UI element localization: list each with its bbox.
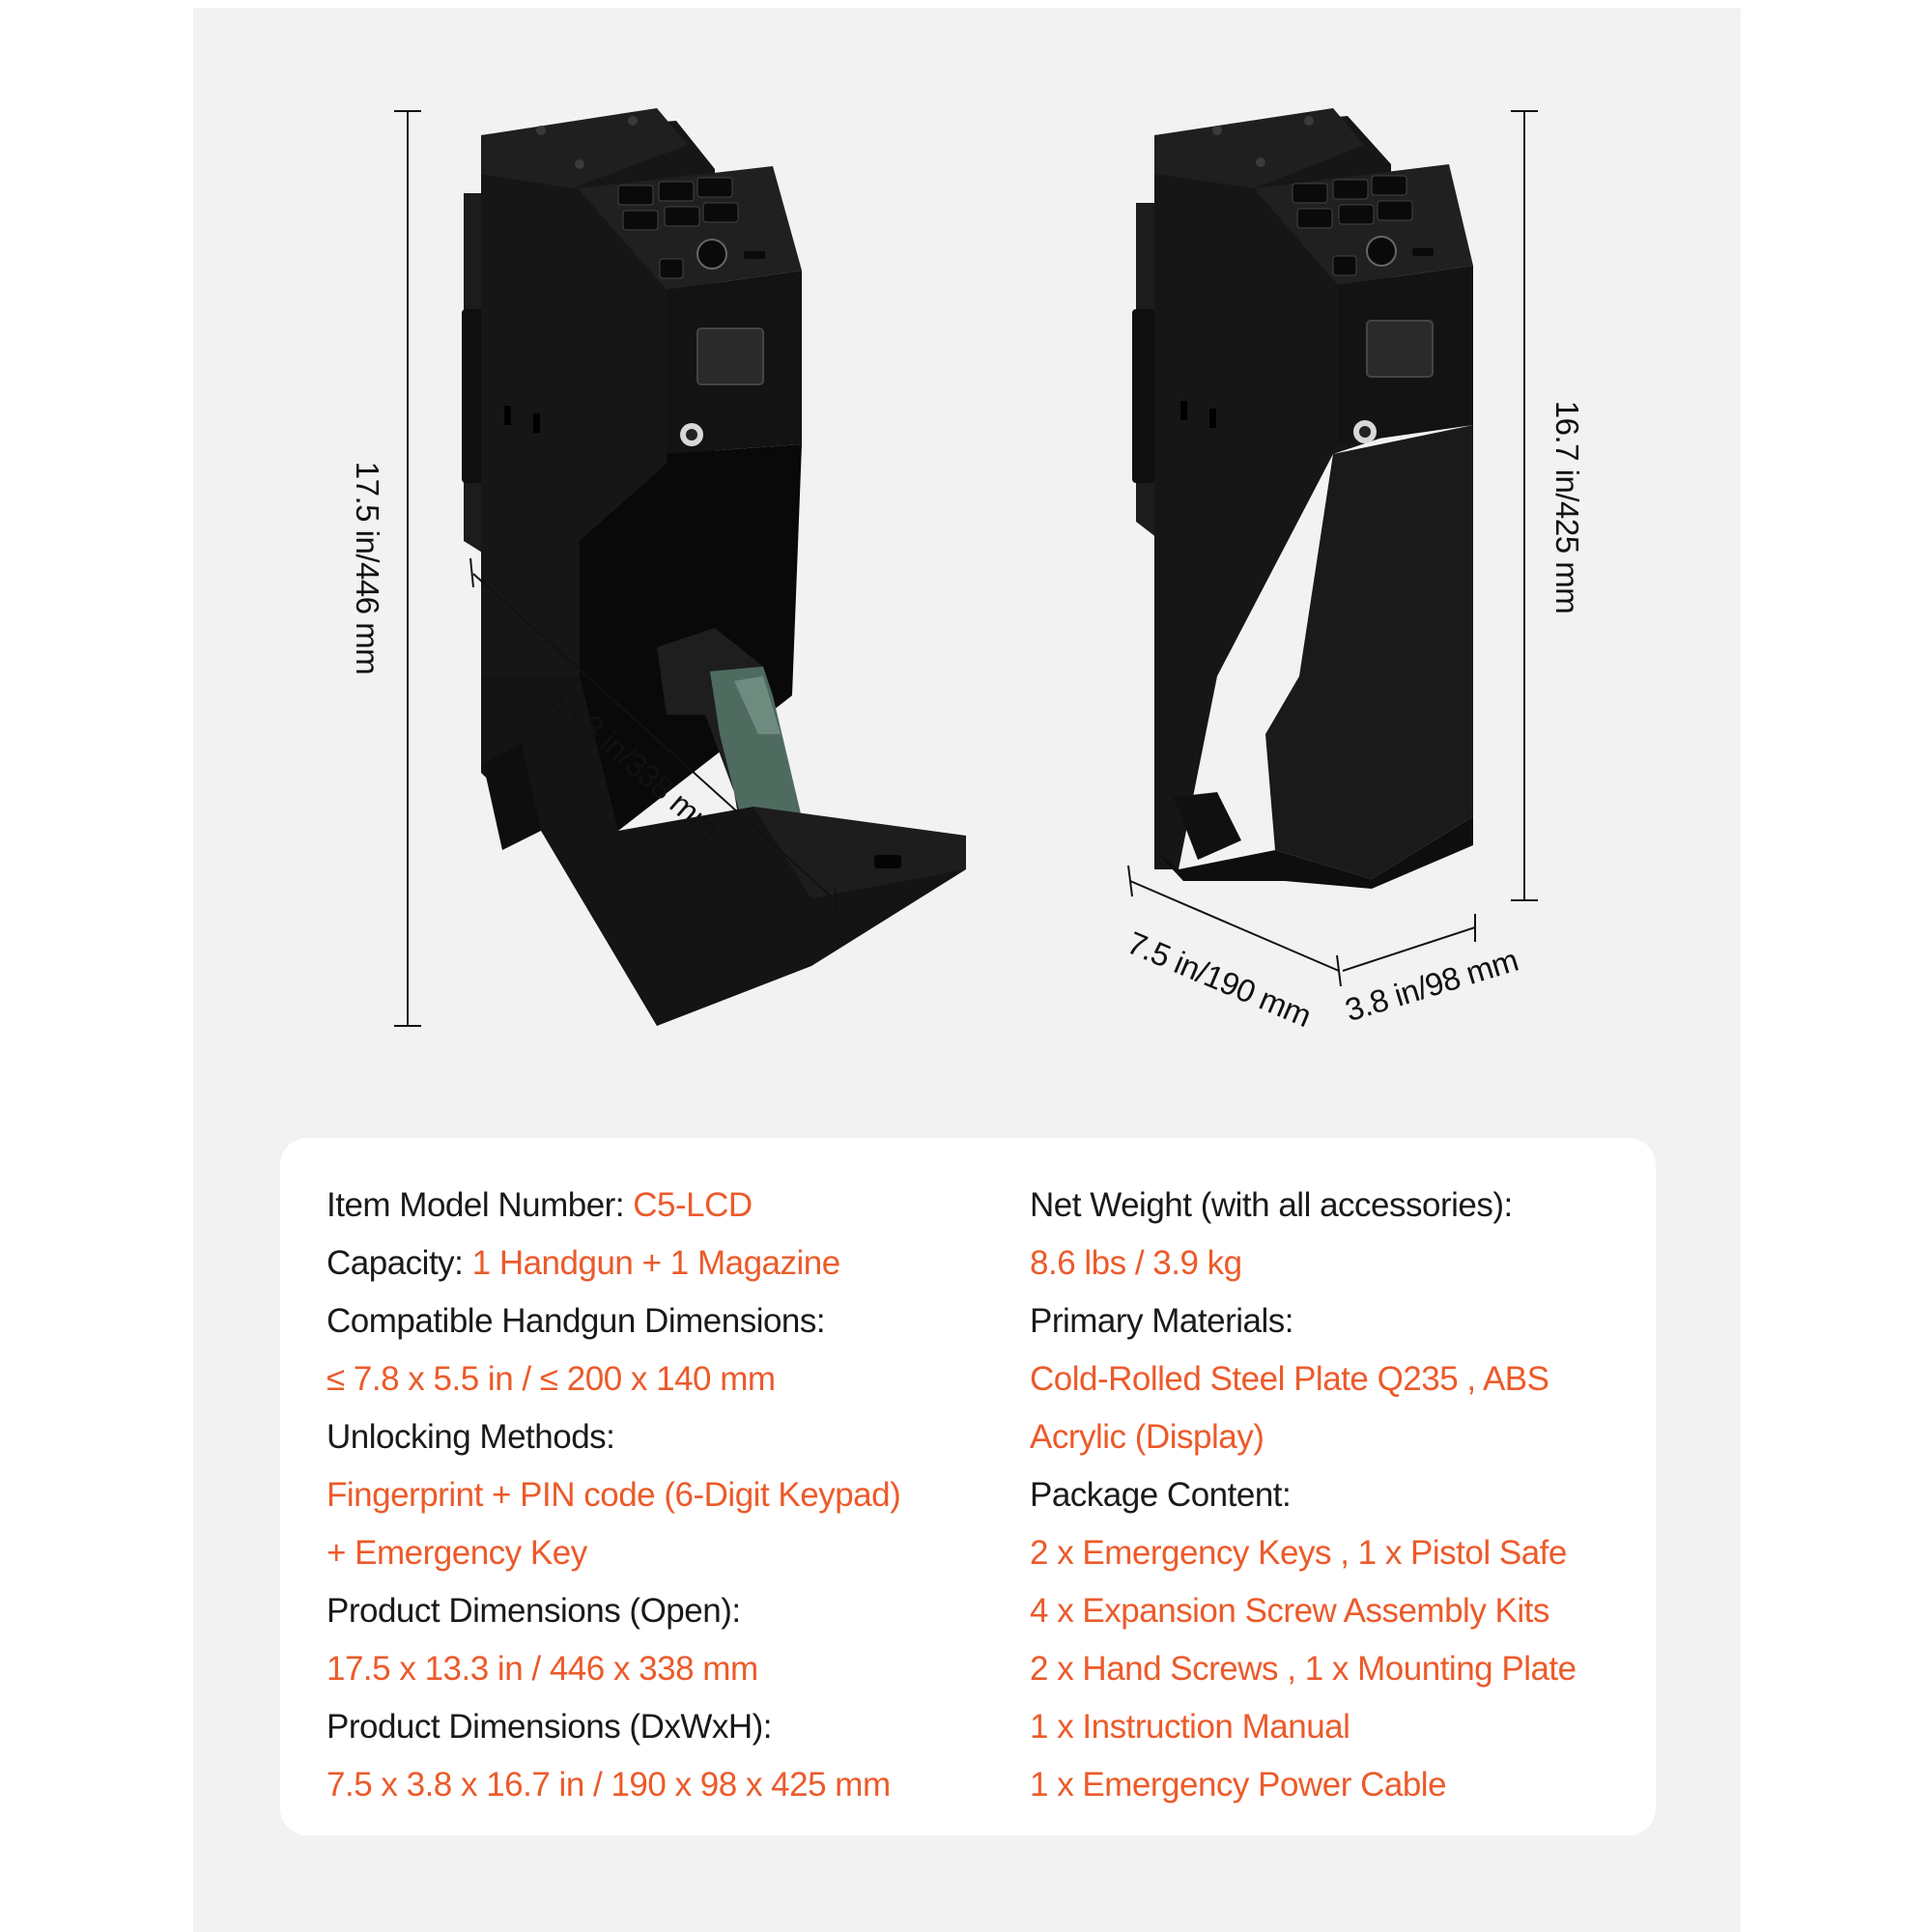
spec-column-right: Net Weight (with all accessories): 8.6 l… [1030, 1177, 1629, 1814]
unlock-value-1: Fingerprint + PIN code (6-Digit Keypad) [327, 1476, 901, 1514]
unlock-value-2: + Emergency Key [327, 1534, 587, 1572]
spec-column-left: Item Model Number: C5-LCD Capacity: 1 Ha… [327, 1177, 1003, 1814]
compat-label: Compatible Handgun Dimensions: [327, 1302, 826, 1340]
materials-label: Primary Materials: [1030, 1302, 1293, 1340]
package-item: 2 x Hand Screws , 1 x Mounting Plate [1030, 1650, 1577, 1688]
closed-height-label: 16.7 in/425 mm [1549, 400, 1585, 614]
package-item: 2 x Emergency Keys , 1 x Pistol Safe [1030, 1534, 1567, 1572]
weight-label: Net Weight (with all accessories): [1030, 1186, 1513, 1224]
spec-model: Item Model Number: C5-LCD [327, 1177, 1003, 1235]
model-value: C5-LCD [633, 1186, 753, 1224]
safe-open-illustration [394, 108, 966, 1027]
compat-value: ≤ 7.8 x 5.5 in / ≤ 200 x 140 mm [327, 1360, 776, 1398]
dxwxh-label: Product Dimensions (DxWxH): [327, 1708, 773, 1746]
package-label: Package Content: [1030, 1476, 1292, 1514]
capacity-label: Capacity: [327, 1244, 472, 1282]
spec-capacity: Capacity: 1 Handgun + 1 Magazine [327, 1235, 1003, 1293]
dxwxh-value: 7.5 x 3.8 x 16.7 in / 190 x 98 x 425 mm [327, 1766, 891, 1804]
open-dim-value: 17.5 x 13.3 in / 446 x 338 mm [327, 1650, 758, 1688]
materials-value-1: Cold-Rolled Steel Plate Q235 , ABS [1030, 1360, 1549, 1398]
weight-value: 8.6 lbs / 3.9 kg [1030, 1244, 1242, 1282]
open-height-label: 17.5 in/446 mm [350, 461, 385, 675]
safe-closed-illustration [1127, 108, 1538, 987]
package-item: 4 x Expansion Screw Assembly Kits [1030, 1592, 1549, 1630]
open-dim-label: Product Dimensions (Open): [327, 1592, 741, 1630]
model-label: Item Model Number: [327, 1186, 634, 1224]
package-item: 1 x Instruction Manual [1030, 1708, 1350, 1746]
package-item: 1 x Emergency Power Cable [1030, 1766, 1447, 1804]
unlock-label: Unlocking Methods: [327, 1418, 615, 1456]
spec-card: Item Model Number: C5-LCD Capacity: 1 Ha… [280, 1138, 1656, 1835]
materials-value-2: Acrylic (Display) [1030, 1418, 1264, 1456]
capacity-value: 1 Handgun + 1 Magazine [471, 1244, 841, 1282]
